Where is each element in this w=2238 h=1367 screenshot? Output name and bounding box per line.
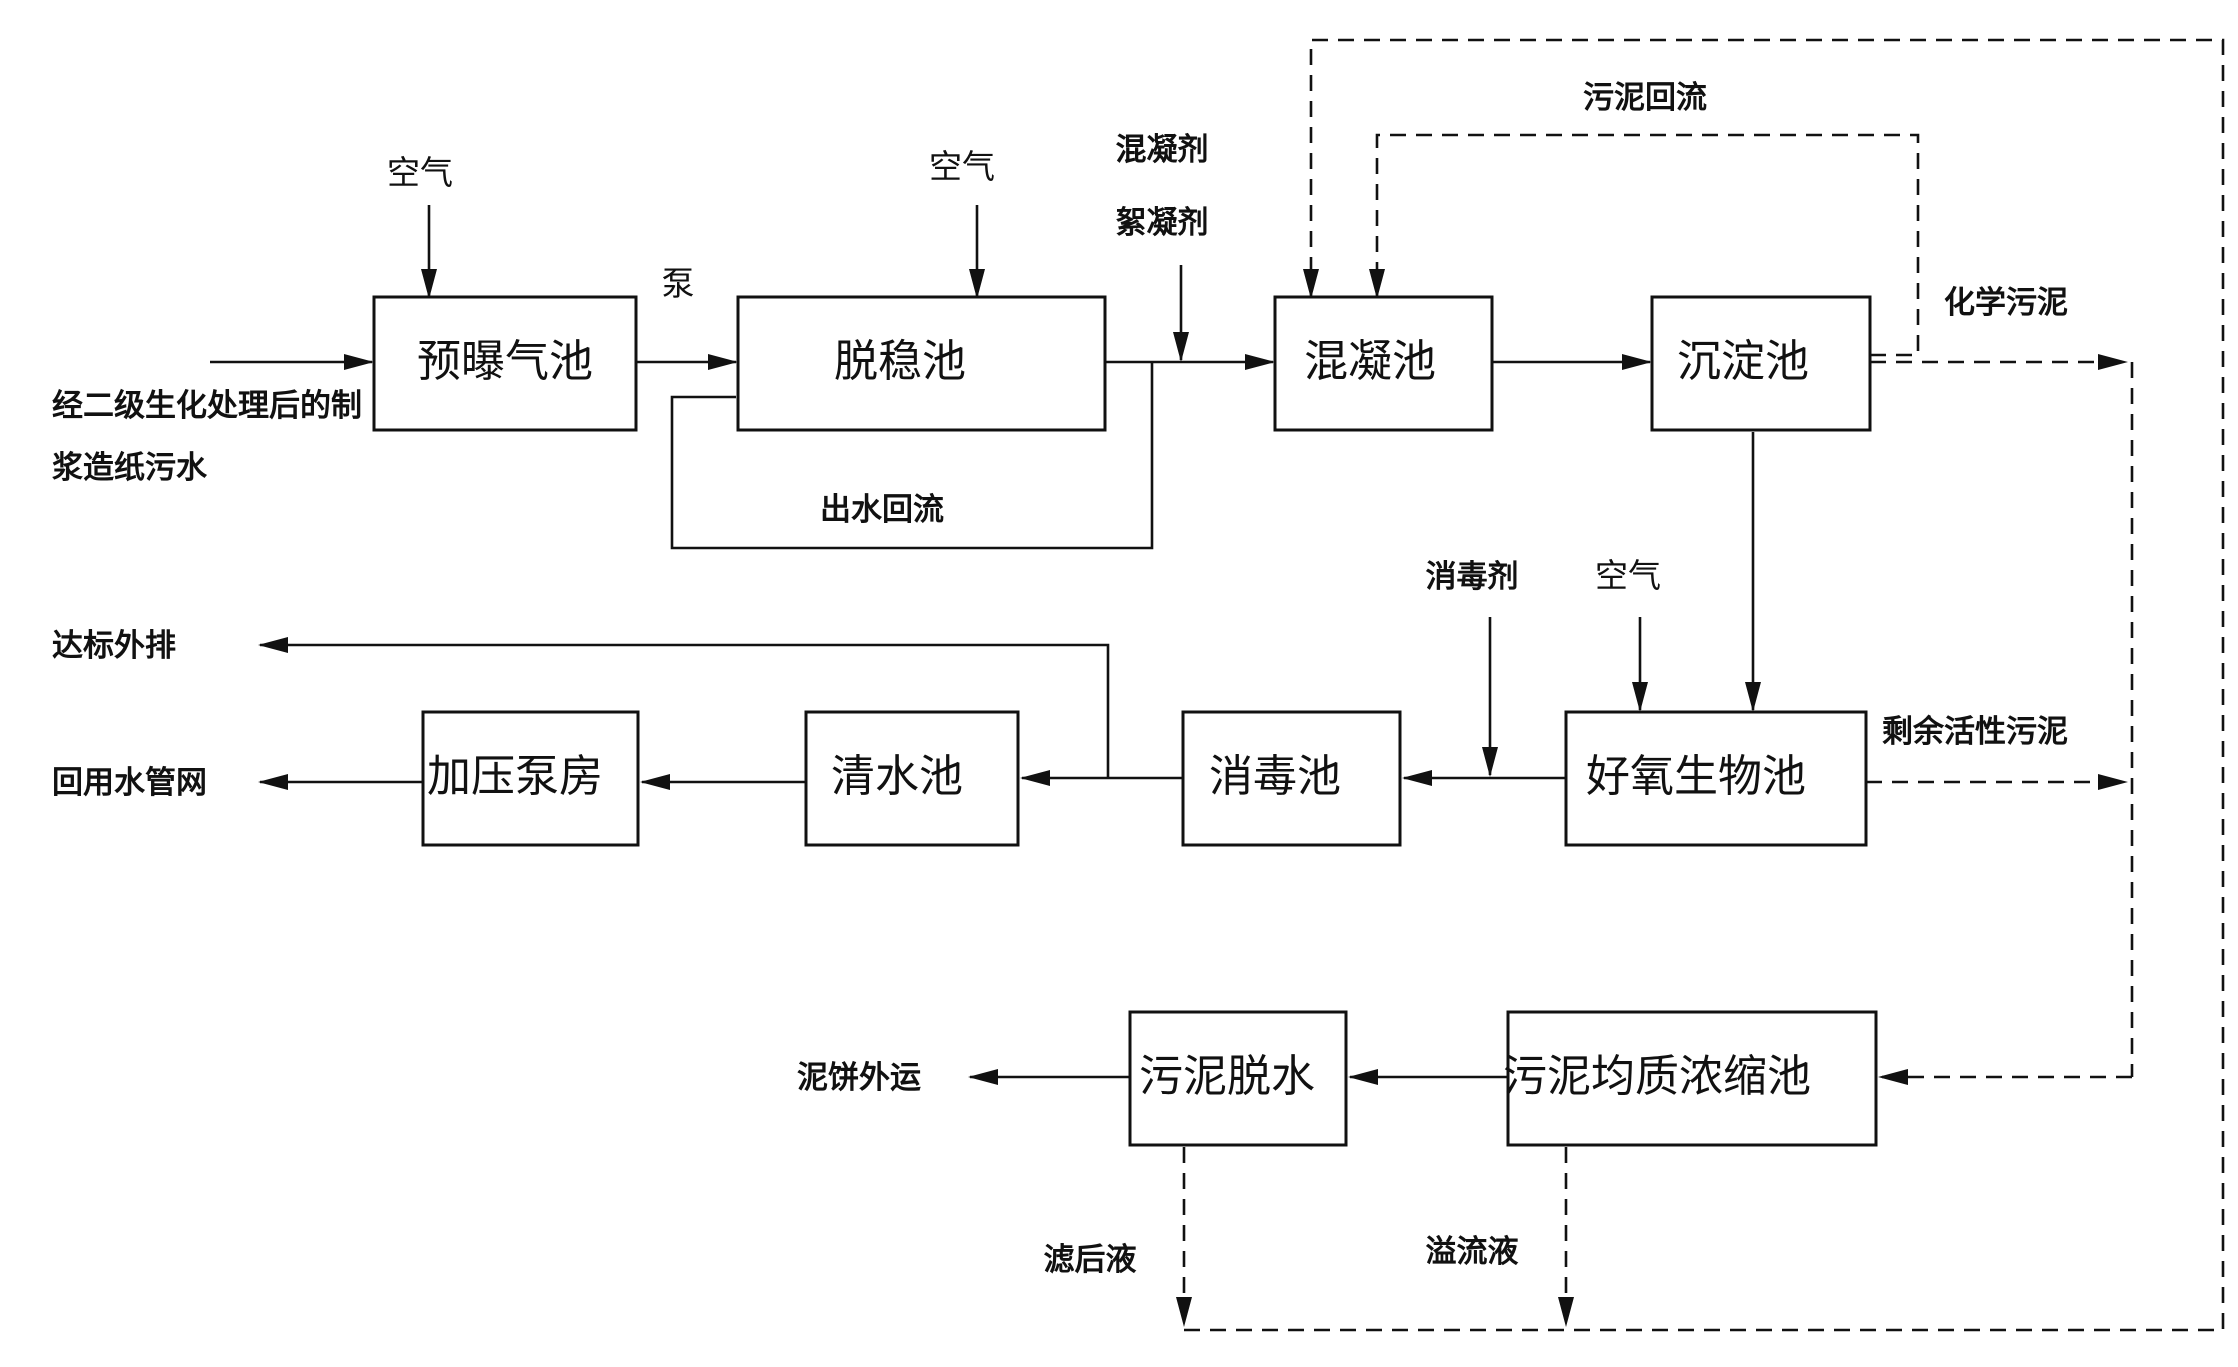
box-destabilization: 脱稳池 [736,295,1107,432]
box-clear-water-label: 清水池 [831,751,963,802]
label-flocculant: 絮凝剂 [1116,205,1209,241]
label-air-1: 空气 [387,153,453,192]
box-destabilization-label: 脱稳池 [834,336,966,387]
box-sludge-thickening-label: 污泥均质浓缩池 [1503,1051,1811,1102]
box-disinfection-label: 消毒池 [1209,751,1341,802]
label-air-2: 空气 [929,147,995,186]
label-influent-line1: 经二级生化处理后的制 [52,388,362,424]
label-filtrate: 滤后液 [1044,1242,1137,1278]
box-sludge-thickening: 污泥均质浓缩池 [1503,1010,1878,1147]
box-aerobic: 好氧生物池 [1564,710,1868,847]
box-sludge-dewatering: 污泥脱水 [1128,1010,1348,1147]
label-cake-out: 泥饼外运 [797,1060,921,1096]
box-coagulation: 混凝池 [1273,295,1494,432]
label-excess-sludge: 剩余活性污泥 [1882,714,2068,750]
label-influent-line2: 浆造纸污水 [52,450,208,486]
label-discharge: 达标外排 [52,628,176,664]
sludge-return-dashed [1369,133,1920,357]
box-sludge-dewatering-label: 污泥脱水 [1139,1051,1315,1102]
label-pump: 泵 [662,264,695,303]
label-overflow: 溢流液 [1426,1234,1519,1270]
label-reuse-network: 回用水管网 [52,765,207,801]
label-disinfectant: 消毒剂 [1426,559,1519,595]
label-air-3: 空气 [1595,556,1661,595]
box-sedimentation-label: 沉淀池 [1677,336,1809,387]
box-aerobic-label: 好氧生物池 [1586,751,1806,802]
box-booster-pump: 加压泵房 [421,710,640,847]
box-coagulation-label: 混凝池 [1304,336,1436,387]
effluent-return-loop [670,362,1154,550]
outer-return-dashed [1184,38,2225,1332]
box-pre-aeration: 预曝气池 [372,295,638,432]
box-clear-water: 清水池 [804,710,1020,847]
box-pre-aeration-label: 预曝气池 [417,336,593,387]
discharge-arrow [258,637,1110,778]
label-sludge-return: 污泥回流 [1583,80,1707,116]
label-effluent-return: 出水回流 [820,492,944,528]
label-chemical-sludge: 化学污泥 [1944,285,2068,321]
box-sedimentation: 沉淀池 [1650,295,1872,432]
box-disinfection: 消毒池 [1181,710,1402,847]
box-booster-pump-label: 加压泵房 [427,751,603,802]
label-coagulant: 混凝剂 [1116,132,1209,168]
